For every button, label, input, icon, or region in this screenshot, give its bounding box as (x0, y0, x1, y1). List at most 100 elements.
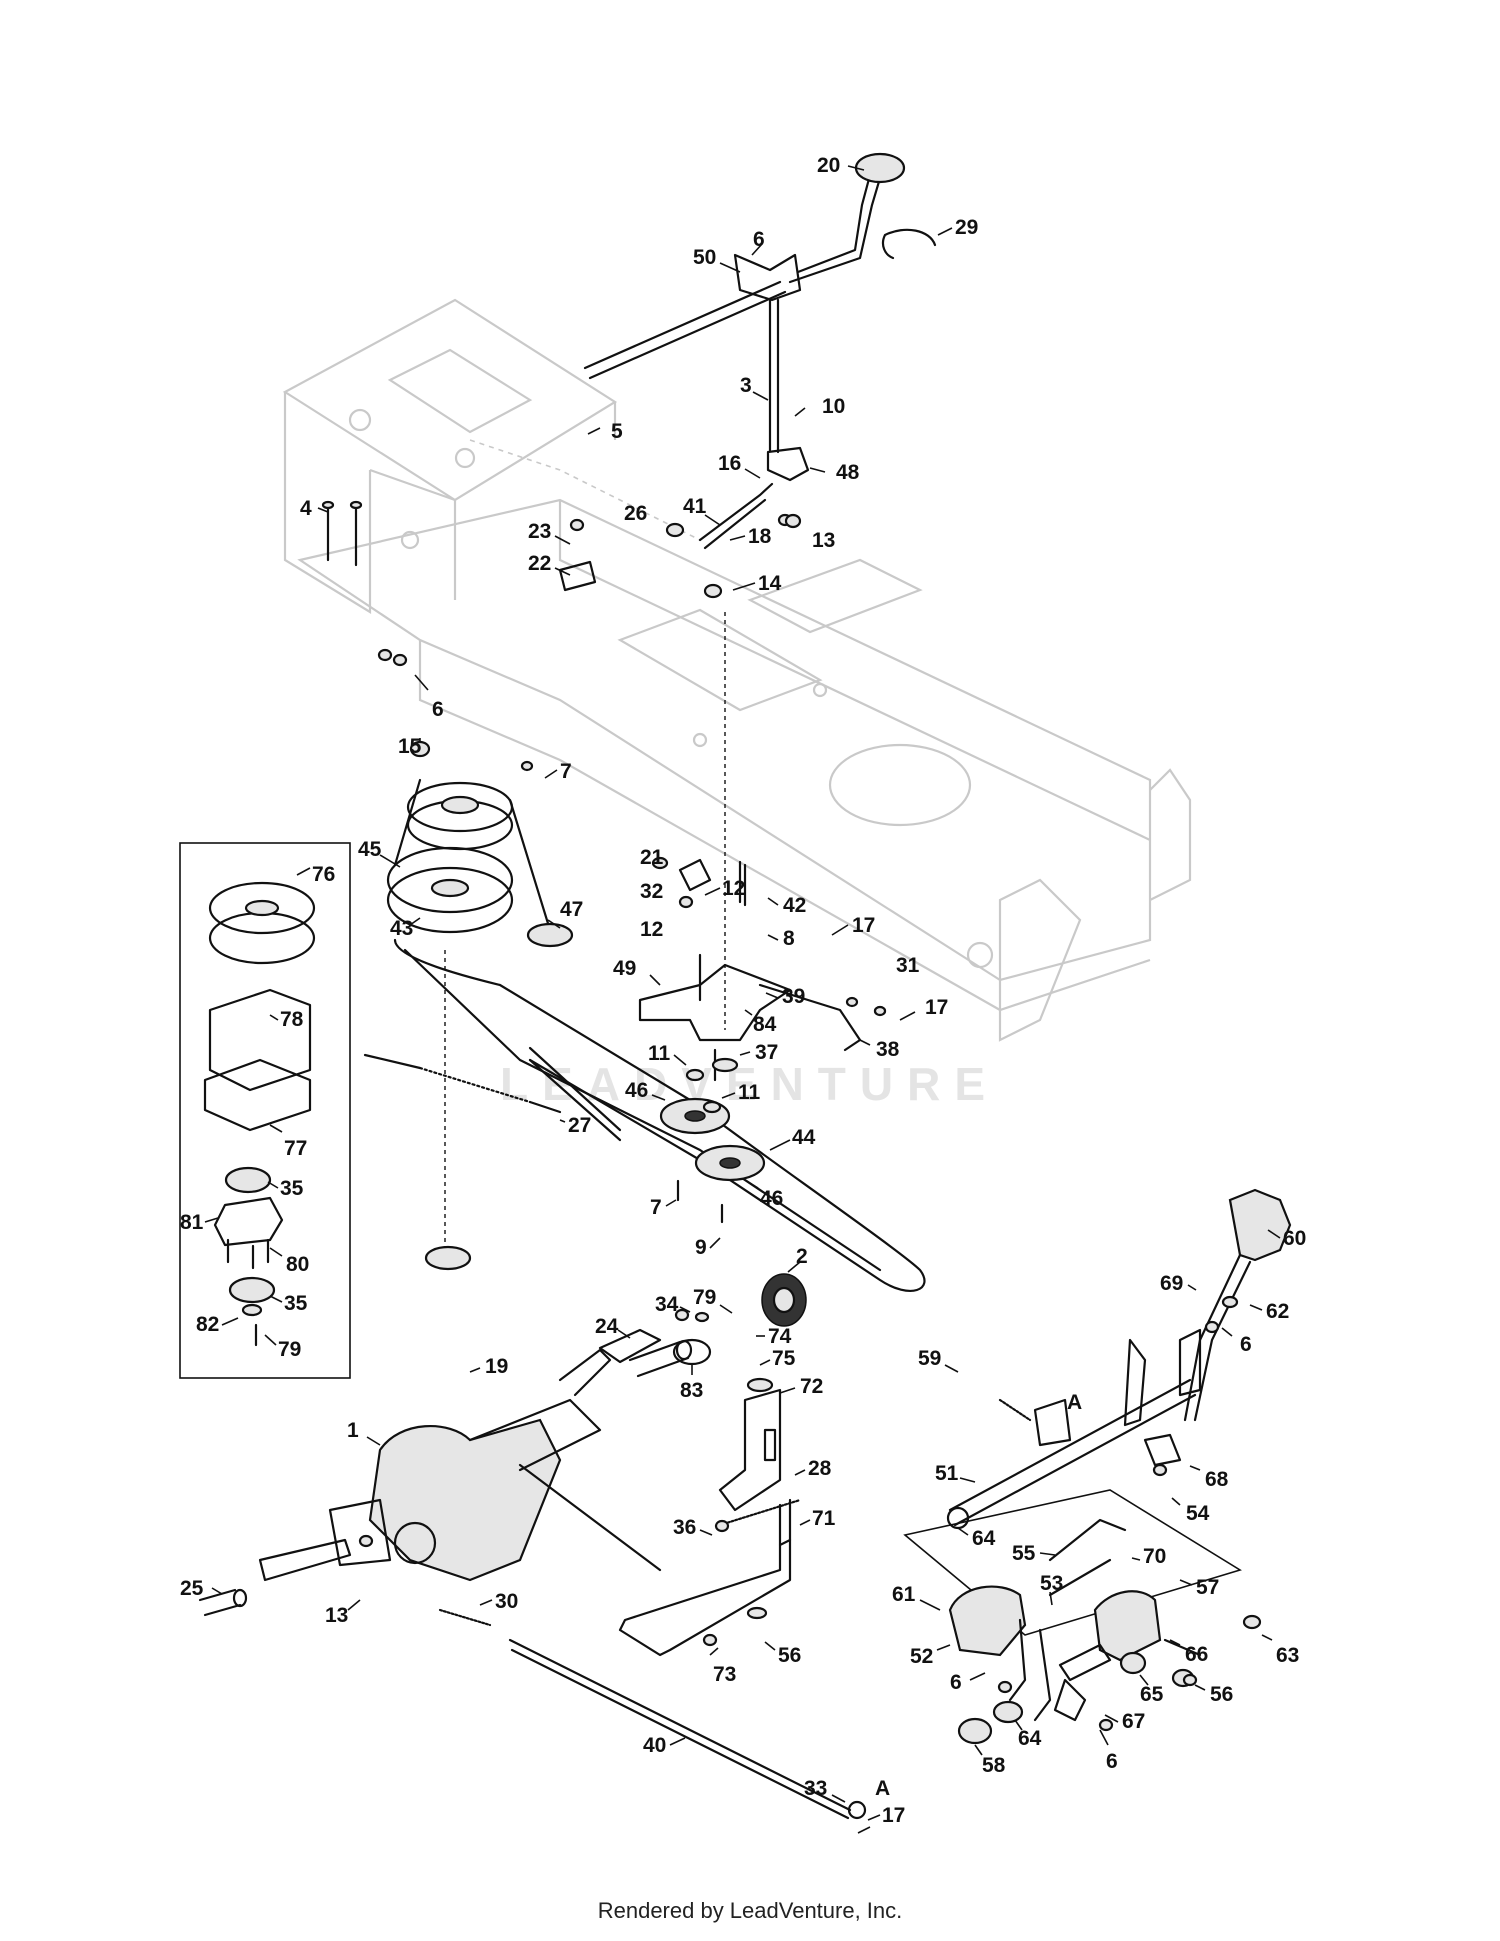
callout-74: 74 (768, 1325, 792, 1348)
callout-46: 46 (625, 1079, 648, 1102)
callout-44: 44 (792, 1126, 816, 1149)
callout-14: 14 (758, 572, 782, 595)
callout-8: 8 (783, 927, 795, 950)
callout-71: 71 (812, 1507, 836, 1530)
callout-35: 35 (280, 1177, 304, 1200)
callouts: 20 29 6 50 3 10 5 48 16 4 26 41 13 18 23… (180, 154, 1306, 1834)
callout-17: 17 (925, 996, 948, 1019)
axle-spacers (198, 1338, 712, 1617)
callout-23: 23 (528, 520, 551, 543)
callout-11: 11 (738, 1081, 761, 1104)
callout-60: 60 (1283, 1227, 1306, 1250)
callout-15: 15 (398, 735, 422, 758)
bracket-71 (618, 1498, 792, 1657)
callout-12: 12 (722, 877, 745, 900)
callout-82: 82 (196, 1313, 219, 1336)
callout-61: 61 (892, 1583, 916, 1606)
callout-12: 12 (640, 918, 663, 941)
callout-65: 65 (1140, 1683, 1164, 1706)
callout-79: 79 (693, 1286, 716, 1309)
brake-pedal-sub-assembly (948, 1585, 1262, 1745)
callout-6: 6 (432, 698, 444, 721)
callout-42: 42 (783, 894, 806, 917)
callout-1: 1 (347, 1419, 359, 1442)
callout-68: 68 (1205, 1468, 1229, 1491)
callout-A: A (1067, 1391, 1082, 1414)
callout-62: 62 (1266, 1300, 1289, 1323)
pedal-assembly (946, 1188, 1292, 1530)
callout-28: 28 (808, 1457, 832, 1480)
callout-35: 35 (284, 1292, 308, 1315)
callout-63: 63 (1276, 1644, 1299, 1667)
idler-bracket-assembly (638, 953, 862, 1114)
callout-17: 17 (852, 914, 875, 937)
callout-13: 13 (812, 529, 835, 552)
callout-84: 84 (753, 1013, 777, 1036)
callout-64: 64 (1018, 1727, 1042, 1750)
callout-43: 43 (390, 917, 413, 940)
callout-49: 49 (613, 957, 636, 980)
callout-9: 9 (695, 1236, 707, 1259)
inset-pulley-assembly (179, 842, 351, 1379)
callout-3: 3 (740, 374, 752, 397)
transmission-assembly (258, 1245, 662, 1582)
callout-38: 38 (876, 1038, 900, 1061)
callout-2: 2 (796, 1245, 808, 1268)
callout-78: 78 (280, 1008, 304, 1031)
callout-51: 51 (935, 1462, 959, 1485)
callout-45: 45 (358, 838, 382, 861)
gear-2 (761, 1273, 807, 1327)
callout-36: 36 (673, 1516, 696, 1539)
callout-10: 10 (822, 395, 845, 418)
callout-30: 30 (495, 1590, 518, 1613)
callout-6: 6 (1106, 1750, 1118, 1773)
watermark: LEADVENTURE (500, 1058, 999, 1110)
callout-76: 76 (312, 863, 335, 886)
rod-40 (438, 1608, 867, 1820)
callout-75: 75 (772, 1347, 796, 1370)
callout-55: 55 (1012, 1542, 1036, 1565)
callout-5: 5 (611, 420, 623, 443)
callout-72: 72 (800, 1375, 823, 1398)
callout-A: A (875, 1777, 890, 1800)
callout-11: 11 (648, 1042, 671, 1065)
callout-26: 26 (624, 502, 647, 525)
callout-22: 22 (528, 552, 551, 575)
callout-4: 4 (300, 497, 312, 520)
callout-50: 50 (693, 246, 716, 269)
callout-39: 39 (782, 985, 805, 1008)
callout-19: 19 (485, 1355, 508, 1378)
callout-37: 37 (755, 1041, 778, 1064)
callout-31: 31 (896, 954, 920, 977)
callout-24: 24 (595, 1315, 619, 1338)
callout-53: 53 (1040, 1572, 1063, 1595)
callout-66: 66 (1185, 1643, 1208, 1666)
footer-credit: Rendered by LeadVenture, Inc. (597, 1898, 903, 1923)
callout-7: 7 (560, 760, 572, 783)
callout-56: 56 (778, 1644, 801, 1667)
callout-56: 56 (1210, 1683, 1233, 1706)
callout-25: 25 (180, 1577, 204, 1600)
callout-64: 64 (972, 1527, 996, 1550)
callout-27: 27 (568, 1114, 591, 1137)
callout-59: 59 (918, 1347, 941, 1370)
callout-33: 33 (804, 1777, 827, 1800)
callout-16: 16 (718, 452, 741, 475)
callout-6: 6 (1240, 1333, 1252, 1356)
callout-40: 40 (643, 1734, 666, 1757)
callout-18: 18 (748, 525, 772, 548)
spring-27 (363, 1053, 562, 1114)
callout-77: 77 (284, 1137, 307, 1160)
callout-6: 6 (950, 1671, 962, 1694)
callout-69: 69 (1160, 1272, 1183, 1295)
callout-20: 20 (817, 154, 840, 177)
callout-54: 54 (1186, 1502, 1210, 1525)
shift-lever-assembly (583, 152, 937, 550)
callout-48: 48 (836, 461, 860, 484)
callout-7: 7 (650, 1196, 662, 1219)
callout-80: 80 (286, 1253, 309, 1276)
hardware (321, 500, 1239, 1732)
callout-67: 67 (1122, 1710, 1145, 1733)
callout-29: 29 (955, 216, 978, 239)
callout-47: 47 (560, 898, 583, 921)
